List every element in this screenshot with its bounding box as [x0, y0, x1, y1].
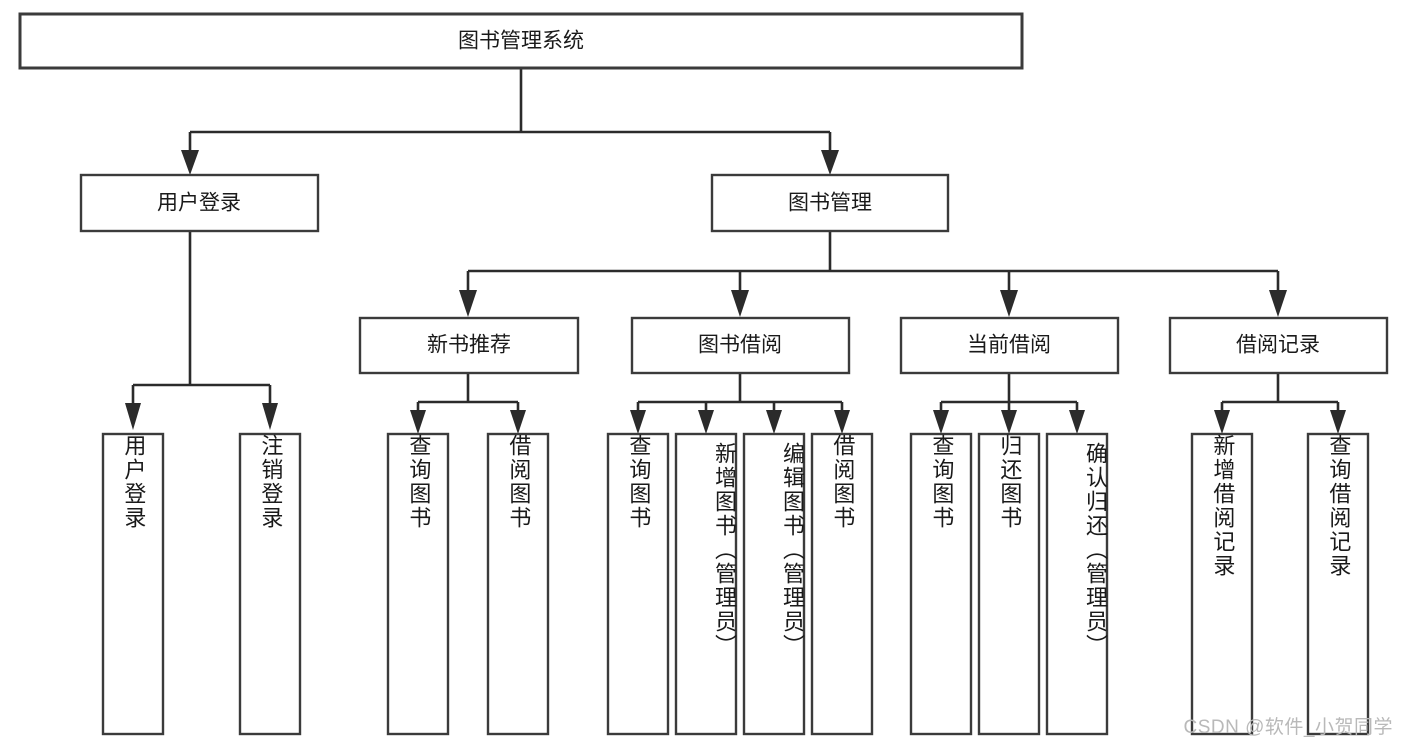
leaf-box-new-book-1[interactable]	[486, 432, 550, 736]
leaf-box-book-borrow-3[interactable]	[810, 432, 874, 736]
node-user-login-label: 用户登录	[157, 192, 241, 215]
leaf-box-borrow-record-1[interactable]	[1306, 432, 1370, 736]
node-book-borrow-label: 图书借阅	[698, 334, 782, 357]
arrowhead-borrow-record-1	[1330, 410, 1346, 434]
node-new-book[interactable]: 新书推荐	[358, 316, 580, 375]
leaf-box-book-borrow-0[interactable]	[606, 432, 670, 736]
arrowhead-new-book-0	[410, 410, 426, 434]
arrowhead-user-login-1	[262, 403, 278, 430]
node-user-login-box[interactable]	[79, 173, 320, 233]
leaf-box-book-borrow-1[interactable]	[674, 432, 738, 736]
arrowhead-book-manage-0	[459, 290, 477, 317]
connector-group-new-book	[410, 373, 526, 434]
node-current-borrow-label: 当前借阅	[967, 334, 1051, 357]
node-root-box[interactable]	[18, 12, 1024, 70]
connector-group-current-borrow	[933, 373, 1085, 434]
node-new-book-label: 新书推荐	[427, 334, 511, 357]
leaf-box-user-login-1[interactable]	[238, 432, 302, 736]
node-user-login[interactable]: 用户登录	[79, 173, 320, 233]
leaf-box-current-borrow-0[interactable]	[909, 432, 973, 736]
arrowhead-current-borrow-2	[1069, 410, 1085, 434]
connector-group-root	[181, 68, 839, 175]
arrowhead-borrow-record-0	[1214, 410, 1230, 434]
arrowhead-book-borrow-2	[766, 410, 782, 434]
node-borrow-record[interactable]: 借阅记录	[1168, 316, 1389, 375]
arrowhead-root-0	[181, 150, 199, 175]
node-current-borrow-box[interactable]	[899, 316, 1120, 375]
leaf-box-new-book-0[interactable]	[386, 432, 450, 736]
arrowhead-current-borrow-0	[933, 410, 949, 434]
leaf-box-user-login-0[interactable]	[101, 432, 165, 736]
arrowhead-book-manage-3	[1269, 290, 1287, 317]
node-new-book-box[interactable]	[358, 316, 580, 375]
node-book-borrow-box[interactable]	[630, 316, 851, 375]
node-book-manage-box[interactable]	[710, 173, 950, 233]
arrowhead-new-book-1	[510, 410, 526, 434]
leaf-box-borrow-record-0[interactable]	[1190, 432, 1254, 736]
arrowhead-book-manage-2	[1000, 290, 1018, 317]
arrowhead-book-borrow-0	[630, 410, 646, 434]
connector-group-book-borrow	[630, 373, 850, 434]
connector-group-user-login	[125, 231, 278, 430]
arrowhead-user-login-0	[125, 403, 141, 430]
connector-group-book-manage	[459, 231, 1287, 317]
leaf-box-current-borrow-2[interactable]	[1045, 432, 1109, 736]
leaf-box-book-borrow-2[interactable]	[742, 432, 806, 736]
arrowhead-root-1	[821, 150, 839, 175]
node-current-borrow[interactable]: 当前借阅	[899, 316, 1120, 375]
node-borrow-record-box[interactable]	[1168, 316, 1389, 375]
node-book-borrow[interactable]: 图书借阅	[630, 316, 851, 375]
arrowhead-book-manage-1	[731, 290, 749, 317]
leaf-box-current-borrow-1[interactable]	[977, 432, 1041, 736]
arrowhead-book-borrow-1	[698, 410, 714, 434]
arrowhead-current-borrow-1	[1001, 410, 1017, 434]
arrowhead-book-borrow-3	[834, 410, 850, 434]
node-root-label: 图书管理系统	[458, 30, 584, 53]
node-book-manage-label: 图书管理	[788, 192, 872, 215]
connector-group-borrow-record	[1214, 373, 1346, 434]
node-root[interactable]: 图书管理系统	[18, 12, 1024, 70]
node-book-manage[interactable]: 图书管理	[710, 173, 950, 233]
node-borrow-record-label: 借阅记录	[1236, 334, 1320, 357]
